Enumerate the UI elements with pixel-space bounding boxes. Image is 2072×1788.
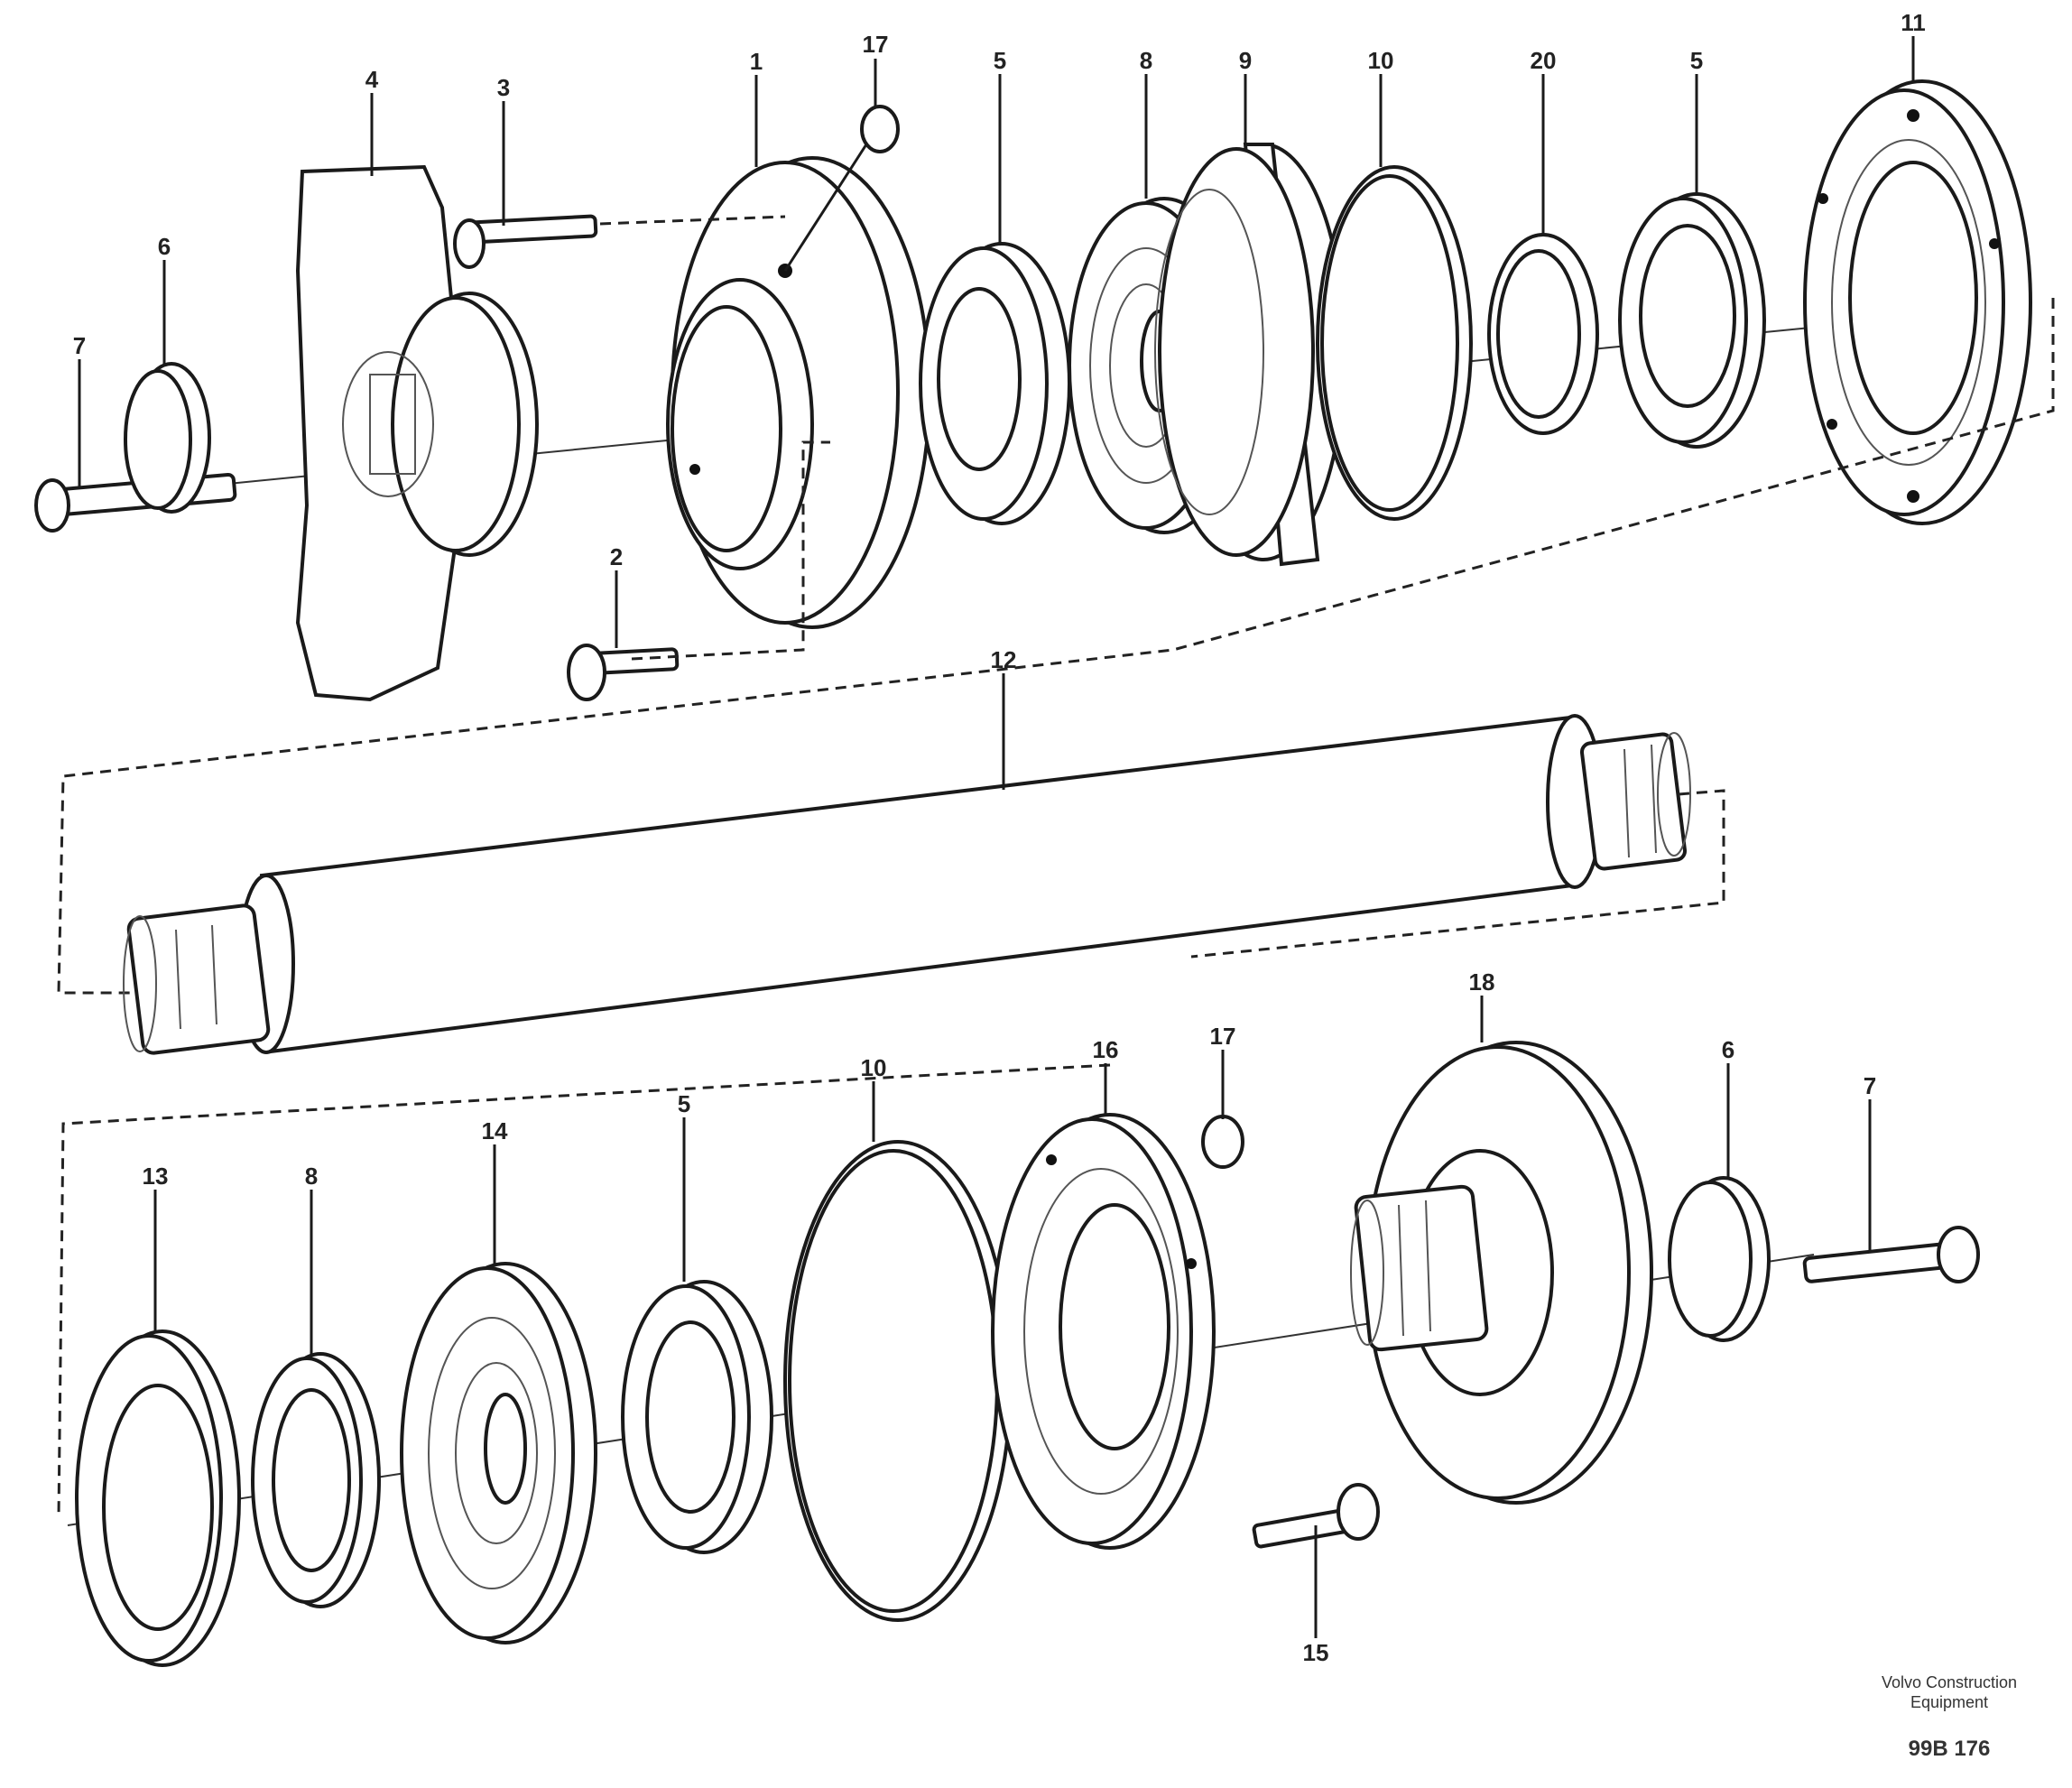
callout-7-top: 7 [73, 332, 86, 359]
part-5-seal-bottom [621, 1280, 773, 1554]
top-dash-bolt3 [599, 215, 786, 226]
callout-17-bottom: 17 [1210, 1023, 1236, 1050]
callout-18: 18 [1469, 968, 1495, 996]
part-9-cup [1154, 143, 1346, 567]
callout-6-top: 6 [158, 233, 171, 260]
callout-6-bottom: 6 [1722, 1036, 1734, 1063]
callout-20: 20 [1531, 47, 1557, 74]
callout-3-top: 3 [497, 74, 510, 101]
part-20-ring [1487, 233, 1599, 435]
part-4-yoke [295, 164, 539, 702]
leader-lines [78, 36, 1915, 1638]
footer-company-line2: Equipment [1910, 1693, 1988, 1711]
callout-5-top: 5 [994, 47, 1006, 74]
part-7-bolt-bottom [1802, 1226, 1980, 1283]
part-14-bearing [400, 1262, 597, 1644]
footer-block: Volvo Construction Equipment 99B 176 [1882, 1673, 2017, 1761]
callouts: 7 6 4 3 1 17 5 8 9 10 20 5 11 2 12 13 8 … [73, 9, 1926, 1666]
callout-5-top-b: 5 [1690, 47, 1703, 74]
part-13-seal [75, 1329, 241, 1667]
callout-17-top: 17 [863, 31, 889, 58]
part-3-bolt [453, 214, 598, 269]
part-18-flange [1350, 1041, 1653, 1505]
callout-5-bottom: 5 [678, 1090, 690, 1117]
top-dash-bolt2 [631, 440, 830, 661]
callout-8-top: 8 [1140, 47, 1152, 74]
part-12-shaft [123, 714, 1725, 1055]
part-10-oring-top [1316, 165, 1473, 521]
callout-9: 9 [1239, 47, 1252, 74]
part-17-plug-bottom [1201, 1115, 1244, 1169]
part-6-washer [124, 362, 211, 514]
part-8-bearing-bottom [251, 1352, 381, 1608]
footer-company: Volvo Construction [1882, 1673, 2017, 1691]
part-1-housing [666, 156, 931, 629]
connect-dash-right [57, 298, 2055, 995]
callout-16: 16 [1093, 1036, 1119, 1063]
callout-1: 1 [750, 48, 763, 75]
callout-13: 13 [143, 1163, 169, 1190]
part-2-bolt [567, 644, 680, 701]
callout-10-top: 10 [1368, 47, 1394, 74]
part-6-washer-bottom [1668, 1176, 1771, 1342]
footer-reference: 99B 176 [1909, 1737, 1991, 1761]
bottom-assembly [57, 1041, 1980, 1667]
callout-7-bottom: 7 [1864, 1072, 1876, 1099]
part-15-bolt [1252, 1483, 1380, 1549]
callout-2: 2 [610, 543, 623, 570]
top-assembly [34, 79, 2055, 995]
part-10-oring-bottom [783, 1140, 1013, 1622]
part-16-cover [991, 1113, 1216, 1550]
part-11-cover [1803, 79, 2032, 525]
callout-15: 15 [1303, 1639, 1329, 1666]
shaft-dash-right [1190, 789, 1725, 959]
part-5-seal-top-b [1618, 192, 1766, 449]
bottom-dash-left [57, 1063, 1111, 1517]
callout-10-bottom: 10 [861, 1054, 887, 1081]
callout-14: 14 [482, 1117, 508, 1144]
part-17-plug [783, 105, 900, 272]
callout-12: 12 [991, 646, 1017, 673]
part-5-seal-top [919, 242, 1071, 525]
callout-8-bottom: 8 [305, 1163, 318, 1190]
callout-4: 4 [365, 66, 379, 93]
callout-11: 11 [1901, 9, 1926, 36]
